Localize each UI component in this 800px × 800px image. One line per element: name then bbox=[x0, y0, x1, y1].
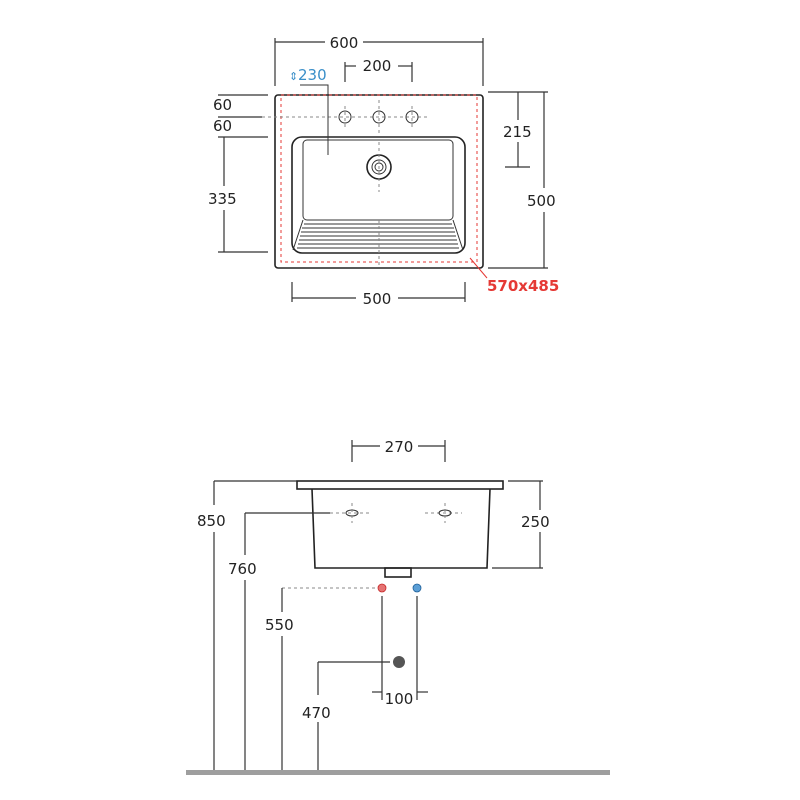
dim-height-taps: 760 bbox=[228, 560, 257, 578]
dim-right-total: 500 bbox=[527, 192, 556, 210]
floor bbox=[186, 770, 610, 775]
sink-rim bbox=[296, 480, 504, 490]
dim-width-total: 600 bbox=[330, 34, 359, 52]
dim-height-top: 850 bbox=[197, 512, 226, 530]
dim-height-supply: 550 bbox=[265, 616, 294, 634]
dim-side-tap-spacing: 270 bbox=[385, 438, 414, 456]
tap-holes bbox=[338, 100, 419, 135]
sink-body bbox=[311, 488, 491, 569]
drain bbox=[366, 142, 392, 192]
dim-basin-depth: 250 bbox=[521, 513, 550, 531]
cutout-outline bbox=[280, 94, 478, 263]
washboard bbox=[292, 219, 464, 268]
dim-tap-spacing: 200 bbox=[363, 57, 392, 75]
dim-supply-spacing: 100 bbox=[385, 690, 414, 708]
waste-outlet bbox=[393, 656, 405, 668]
dim-left-basin: 335 bbox=[208, 190, 237, 208]
dim-right-upper: 215 bbox=[503, 123, 532, 141]
dim-height-waste: 470 bbox=[302, 704, 331, 722]
basin-inner bbox=[302, 139, 454, 221]
cold-supply-marker bbox=[412, 583, 422, 593]
dim-left-second: 60 bbox=[213, 117, 232, 135]
dim-cutout: 570x485 bbox=[487, 277, 559, 295]
dim-tap-offset: 230 bbox=[298, 66, 327, 84]
drain-outlet bbox=[384, 567, 412, 578]
dim-left-top: 60 bbox=[213, 96, 232, 114]
top-view: 600 200 ⇕ 230 60 60 335 215 500 bbox=[208, 34, 559, 308]
side-view: 270 850 760 100 550 470 2 bbox=[186, 438, 610, 775]
up-down-arrow-icon: ⇕ bbox=[289, 70, 298, 83]
leader-cutout bbox=[469, 257, 488, 279]
leader-tap-offset bbox=[300, 84, 329, 155]
taps bbox=[330, 503, 462, 523]
dim-bottom-width: 500 bbox=[363, 290, 392, 308]
hot-supply-marker bbox=[377, 583, 387, 593]
